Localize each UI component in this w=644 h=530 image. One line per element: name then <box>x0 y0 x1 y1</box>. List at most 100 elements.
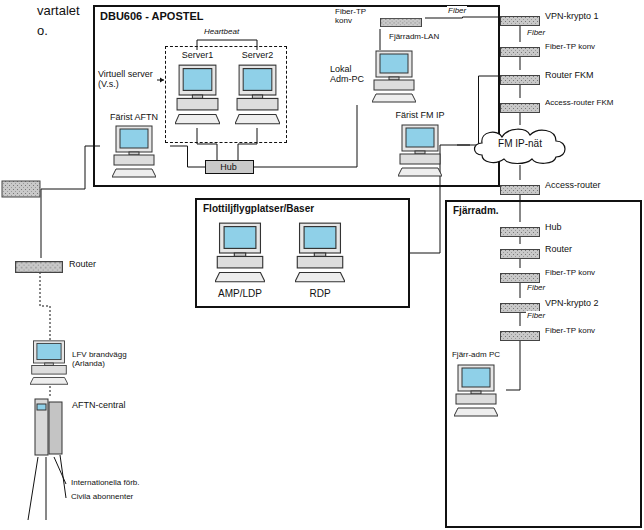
screen <box>462 368 490 387</box>
pc-icon <box>398 124 442 178</box>
edge-label: Fiber <box>526 28 546 37</box>
pc-icon <box>372 50 416 104</box>
device-body <box>16 262 63 273</box>
device-body <box>501 76 540 85</box>
device-node: Router FKM <box>500 70 610 82</box>
node-label: Färist AFTN <box>100 112 168 122</box>
device-node: Fjärr-adm PC <box>448 350 506 420</box>
node-label: AFTN-central <box>72 400 126 410</box>
connector <box>380 29 381 50</box>
connector <box>197 128 217 160</box>
node-label: FM IP-nät <box>470 138 570 150</box>
node-label: Fiber-TP konv <box>545 42 595 51</box>
node-label: RDP <box>290 288 350 300</box>
node-label: Virtuell server (V.s.) <box>98 69 156 90</box>
monitor <box>300 223 341 253</box>
note-label: o. <box>36 24 49 39</box>
node-label: VPN-krypto 2 <box>545 298 599 308</box>
connector <box>40 272 50 340</box>
connector <box>425 17 500 18</box>
rack-unit <box>35 399 48 455</box>
keyboard <box>30 377 68 384</box>
node-label: Server2 <box>230 50 285 60</box>
device-icon <box>500 12 540 22</box>
connector <box>170 146 205 167</box>
device-icon <box>500 99 540 109</box>
pc-icon <box>175 64 220 126</box>
node-label: Router <box>545 244 572 254</box>
screen <box>304 227 336 249</box>
leader-line <box>54 457 66 484</box>
device-node: Server2 <box>230 50 287 128</box>
device-node: LFV brandvägg (Arlanda) <box>30 340 170 386</box>
device-icon <box>500 299 540 309</box>
keyboard <box>215 273 265 282</box>
node-label: AMP/LDP <box>210 288 270 300</box>
device-node: Access-router FKM <box>500 98 630 110</box>
device-body <box>501 274 540 283</box>
device-node: Färist FM IP <box>385 110 457 180</box>
device-body <box>501 186 540 195</box>
monitor <box>116 126 152 152</box>
device-node: AMP/LDP <box>210 222 272 302</box>
keyboard <box>454 408 498 416</box>
cpu-case <box>177 98 218 109</box>
device-icon <box>380 13 422 22</box>
connector <box>506 338 520 390</box>
node-label: Hub <box>206 162 251 172</box>
monitor <box>458 365 494 391</box>
node-label: Färist FM IP <box>385 110 455 120</box>
device-node: Fiber-TP konv <box>500 326 610 338</box>
node-label: Fiber-TP konv <box>545 326 595 335</box>
cpu-case <box>237 98 278 109</box>
node-label: VPN-krypto 1 <box>545 11 599 21</box>
screen <box>224 227 256 249</box>
node-label: Lokal Adm-PC <box>330 64 368 85</box>
screen <box>37 343 61 359</box>
cpu-case <box>217 256 262 267</box>
group-box: Virtuell server (V.s.)Server1Server2 <box>165 46 287 143</box>
device-node: Lokal Adm-PC <box>330 50 420 105</box>
device-icon <box>500 269 540 279</box>
device-body <box>381 18 422 26</box>
device-icon <box>15 259 63 271</box>
pc-icon <box>295 222 345 284</box>
node-label: Access-router <box>545 180 601 190</box>
note-label: vartalet <box>36 4 81 19</box>
note-label: Internationella förb. <box>70 478 141 487</box>
screen <box>120 129 148 148</box>
node-label: Fjärr-adm PC <box>448 350 504 359</box>
network-cloud: FM IP-nät <box>470 125 572 165</box>
cpu-case <box>32 366 67 375</box>
connector <box>520 24 521 42</box>
pc-icon <box>215 222 265 284</box>
device-body <box>501 228 540 237</box>
device-icon <box>500 223 540 233</box>
connector <box>41 146 100 258</box>
device-body <box>501 17 540 26</box>
node-label: Access-router FKM <box>545 98 613 107</box>
group-title: Flottiljflygplatser/Baser <box>203 203 314 215</box>
device-body <box>501 48 540 57</box>
edge-label: Fiber <box>526 283 546 292</box>
device-node: Hub <box>500 222 600 234</box>
connector <box>238 128 257 160</box>
monitor <box>220 223 261 253</box>
keyboard <box>398 168 442 176</box>
device-node: AFTN-central <box>30 398 150 456</box>
node-label: Hub <box>545 222 562 232</box>
screen <box>243 69 272 91</box>
edge-label: Fiber <box>447 6 467 15</box>
device-node: Router <box>500 244 600 256</box>
device-icon <box>500 245 540 255</box>
device-node: RDP <box>290 222 352 302</box>
device-node: Server1 <box>170 50 227 128</box>
pc-icon <box>454 364 498 418</box>
group-box: Flottiljflygplatser/BaserAMP/LDP RDP <box>195 198 410 308</box>
device-node: VPN-krypto 2 <box>500 298 630 310</box>
pc-icon <box>112 125 156 179</box>
device-node: VPN-krypto 1 <box>500 10 640 24</box>
keyboard <box>175 115 220 124</box>
cpu-case <box>374 80 414 90</box>
screen <box>380 54 408 73</box>
